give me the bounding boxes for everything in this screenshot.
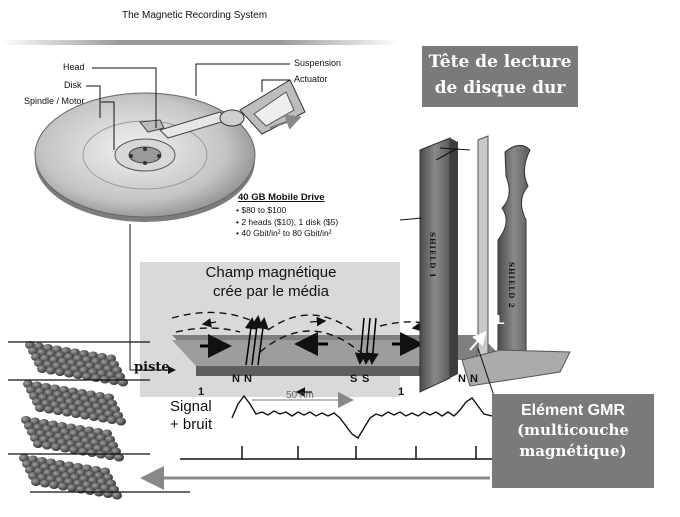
track-label: piste <box>134 360 170 375</box>
time-axis <box>180 446 495 459</box>
bit-value-left: 1 <box>198 386 204 398</box>
stack-atom <box>82 373 92 381</box>
pole-label: S <box>350 373 357 385</box>
signal-label: Signal + bruit <box>170 398 212 434</box>
shield-1-label: SHIELD 1 <box>428 232 437 279</box>
stack-atom <box>46 367 56 375</box>
drive-spec-list: $80 to $100 2 heads ($10), 1 disk ($5) 4… <box>236 205 338 240</box>
stack-atom <box>33 440 43 448</box>
field-caption-line2: crée par le média <box>176 282 366 301</box>
stack-atom <box>49 481 59 489</box>
signal-label-line1: Signal <box>170 398 212 416</box>
stack-atom <box>105 452 115 460</box>
stack-atom <box>91 374 101 382</box>
gmr-callout-line1: Elément GMR <box>492 402 654 420</box>
label-spindle-motor: Spindle / Motor <box>24 96 85 106</box>
stack-atom <box>64 370 74 378</box>
stack-atom <box>114 454 124 462</box>
label-suspension: Suspension <box>294 58 341 68</box>
pole-label: S <box>362 373 369 385</box>
label-actuator: Actuator <box>294 74 328 84</box>
signal-label-line2: + bruit <box>170 416 212 434</box>
stack-atom <box>109 377 119 385</box>
stack-atom <box>44 406 54 414</box>
stack-atom <box>71 410 81 418</box>
stack-atom <box>85 487 95 495</box>
pole-label: N <box>244 373 252 385</box>
h-field-label: H <box>461 296 470 311</box>
field-caption-line1: Champ magnétique <box>176 263 366 282</box>
stack-atom <box>51 443 61 451</box>
read-head-drawing <box>400 136 570 408</box>
pole-label: N <box>458 373 466 385</box>
spec-item: 2 heads ($10), 1 disk ($5) <box>236 217 338 229</box>
stack-atom <box>53 407 63 415</box>
spec-item: $80 to $100 <box>236 205 338 217</box>
stack-atom <box>73 371 83 379</box>
stack-atom <box>42 442 52 450</box>
label-disk: Disk <box>64 80 82 90</box>
stack-atom <box>60 445 70 453</box>
read-head-callout: Tête de lecture de disque dur <box>422 46 578 107</box>
read-head-callout-line2: de disque dur <box>422 75 578 101</box>
field-caption: Champ magnétique crée par le média <box>176 263 366 301</box>
stack-atom <box>80 412 90 420</box>
stack-atom <box>37 365 47 373</box>
gmr-callout-line2: (multicouche <box>492 420 654 441</box>
stack-atom <box>58 483 68 491</box>
bit-value-right: 1 <box>398 386 404 398</box>
label-head: Head <box>63 62 85 72</box>
stack-atom <box>69 446 79 454</box>
stack-atom <box>87 449 97 457</box>
stack-atom <box>107 416 117 424</box>
stack-atom <box>35 404 45 412</box>
multilayer-stack <box>19 341 128 500</box>
stack-atom <box>89 413 99 421</box>
sl-label: SL <box>488 312 505 327</box>
stack-atom <box>40 480 50 488</box>
spec-item: 40 Gbit/in² to 80 Gbit/in² <box>236 228 338 240</box>
hard-disk-drawing <box>35 93 255 222</box>
stack-atom <box>62 409 72 417</box>
stack-atom <box>112 492 122 500</box>
pole-label: N <box>470 373 478 385</box>
stack-atom <box>55 368 65 376</box>
pole-label: N <box>232 373 240 385</box>
signal-waveform <box>232 396 492 438</box>
stack-atom <box>103 490 113 498</box>
stack-atom <box>67 484 77 492</box>
stack-atom <box>116 418 126 426</box>
spacing-label: 50 nm <box>286 390 314 401</box>
gmr-callout: Elément GMR (multicouche magnétique) <box>492 394 654 488</box>
drive-spec-title: 40 GB Mobile Drive <box>238 192 325 203</box>
shield-2-label: SHIELD 2 <box>507 262 516 309</box>
stack-atom <box>98 415 108 423</box>
gmr-callout-line3: magnétique) <box>492 441 654 462</box>
stack-atom <box>31 478 41 486</box>
read-head-callout-line1: Tête de lecture <box>422 49 578 75</box>
